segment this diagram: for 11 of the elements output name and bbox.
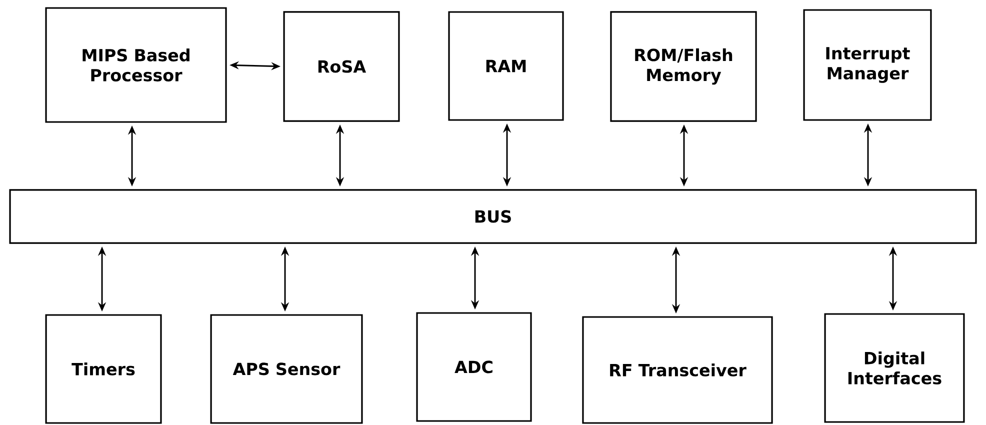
component-box: ADC (416, 312, 532, 422)
component-box: Timers (45, 314, 162, 424)
component-box: RAM (448, 11, 564, 121)
component-box: Digital Interfaces (824, 313, 965, 423)
component-box: Interrupt Manager (803, 9, 932, 121)
component-box: RF Transceiver (582, 316, 773, 424)
component-box: APS Sensor (210, 314, 363, 424)
bus-bar: BUS (9, 189, 977, 244)
component-box: RoSA (283, 11, 400, 122)
component-box: MIPS Based Processor (45, 7, 227, 123)
component-box: ROM/Flash Memory (610, 11, 757, 122)
